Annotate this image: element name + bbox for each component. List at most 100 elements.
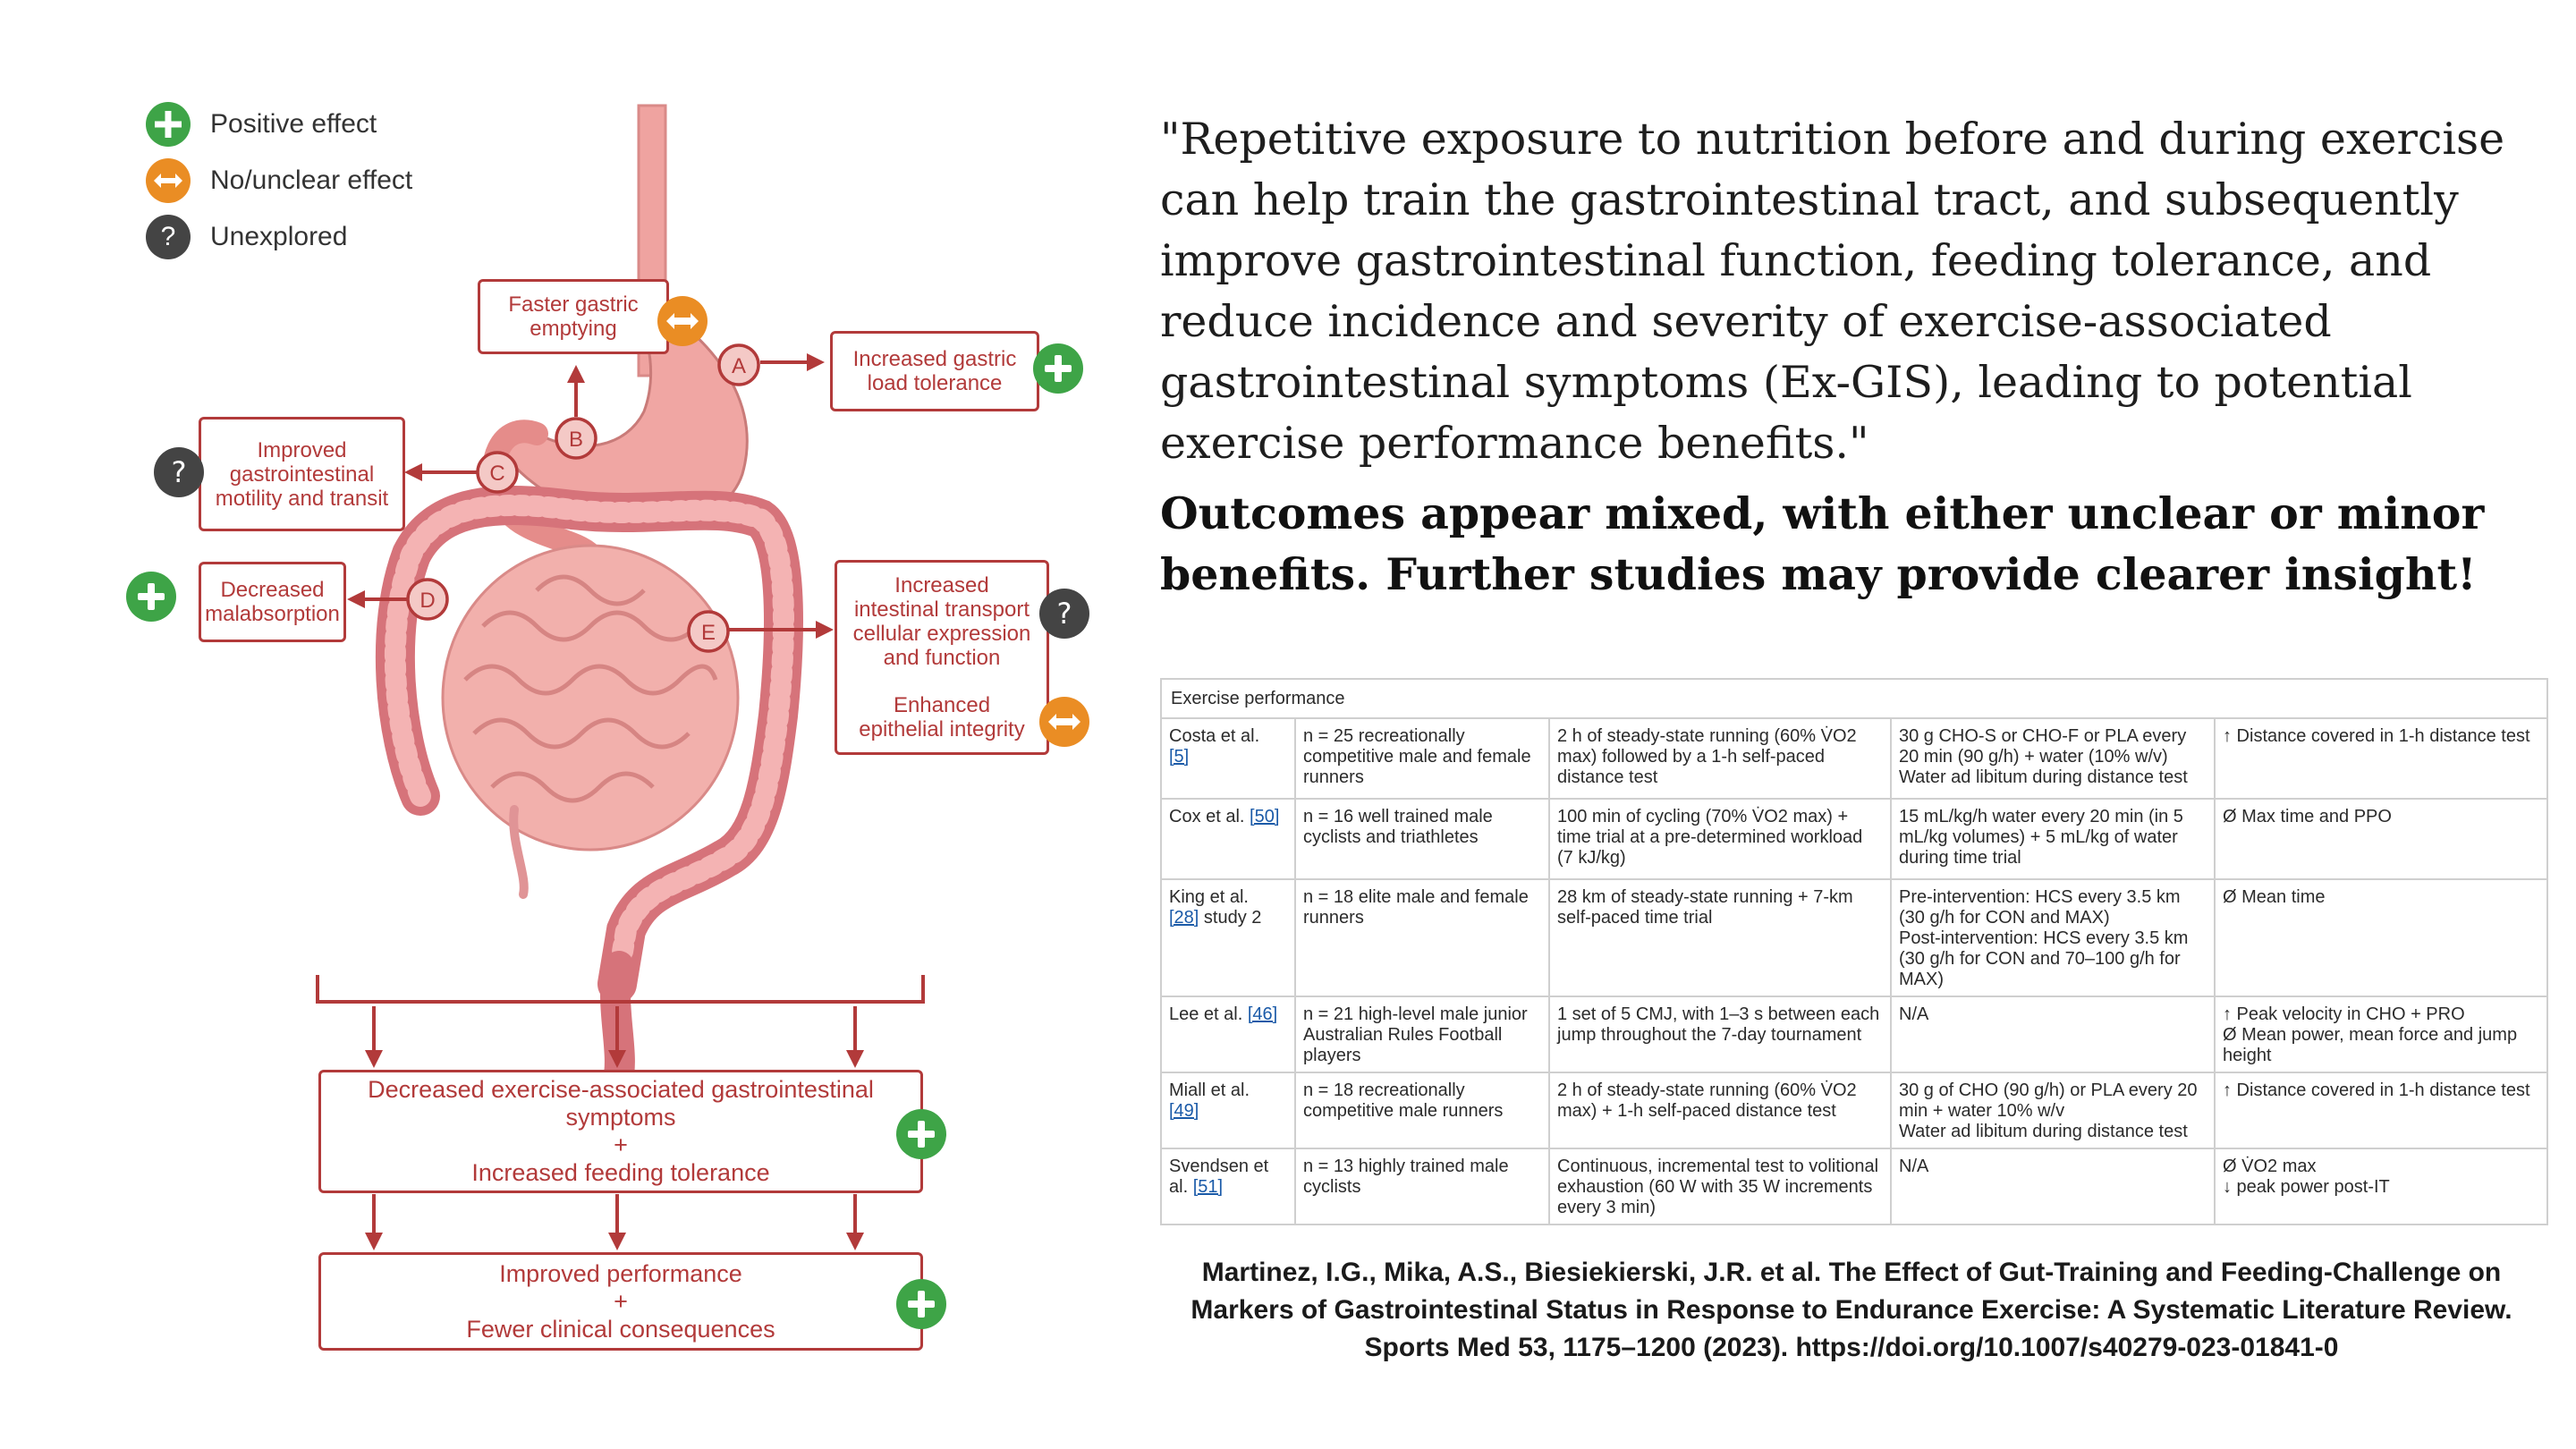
box-decreased-malabsorption: Decreased malabsorption — [199, 562, 346, 642]
reference-link[interactable]: [51] — [1192, 1177, 1224, 1197]
box-improved-performance: Improved performance + Fewer clinical co… — [318, 1252, 923, 1351]
box-text: Enhanced — [893, 693, 991, 717]
box-faster-gastric-emptying: Faster gastric emptying — [478, 279, 669, 354]
question-icon: ? — [154, 447, 204, 497]
participants-cell: n = 13 highly trained male cyclists — [1294, 1148, 1550, 1225]
box-text: malabsorption — [205, 602, 340, 626]
box-text: intestinal transport — [853, 597, 1030, 622]
outcome-cell: ↑ Peak velocity in CHO + PRO Ø Mean powe… — [2213, 996, 2549, 1073]
outcome-cell: ↑ Distance covered in 1-h distance test — [2213, 1072, 2549, 1149]
question-glyph: ? — [171, 455, 187, 489]
question-icon: ? — [146, 215, 191, 259]
legend: Positive effect No/unclear effect ? Unex… — [146, 102, 413, 272]
protocol-cell: 2 h of steady-state running (60% V̇O2 ma… — [1548, 717, 1892, 800]
exercise-performance-table: Exercise performance Costa et al. [5] n … — [1159, 678, 2549, 1225]
citation-text: Martinez, I.G., Mika, A.S., Biesiekiersk… — [1191, 1258, 2512, 1362]
table-row: Lee et al. [46] n = 21 high-level male j… — [1160, 996, 2549, 1073]
box-text: Improved — [257, 437, 347, 462]
intervention-cell: 15 mL/kg/h water every 20 min (in 5 mL/k… — [1890, 798, 2216, 880]
effect-arrows — [316, 353, 925, 1250]
box-text: Decreased — [220, 578, 325, 602]
participants-cell: n = 25 recreationally competitive male a… — [1294, 717, 1550, 800]
box-intestinal-transport-epithelial-integrity: Increased intestinal transport cellular … — [835, 560, 1049, 755]
box-improved-gi-motility: Improved gastrointestinal motility and t… — [199, 417, 405, 531]
box-text: load tolerance — [867, 371, 1003, 395]
table-row: Cox et al. [50] n = 16 well trained male… — [1160, 798, 2549, 880]
box-increased-gastric-load-tolerance: Increased gastric load tolerance — [830, 331, 1039, 411]
marker-c: C — [476, 451, 519, 494]
legend-label: No/unclear effect — [210, 165, 413, 195]
intervention-cell: 30 g of CHO (90 g/h) or PLA every 20 min… — [1890, 1072, 2216, 1149]
study-name: King et al. — [1169, 887, 1249, 907]
study-name: Svendsen et al. — [1169, 1157, 1269, 1197]
study-cell: King et al. [28] study 2 — [1160, 878, 1296, 997]
box-text: epithelial integrity — [859, 717, 1025, 741]
study-cell: Svendsen et al. [51] — [1160, 1148, 1296, 1225]
double-arrow-icon — [146, 158, 191, 203]
box-text: Faster gastric — [508, 292, 639, 317]
svg-text:C: C — [489, 462, 504, 486]
double-arrow-icon — [657, 296, 708, 346]
study-name: Lee et al. — [1169, 1004, 1243, 1024]
box-text: Increased — [894, 573, 989, 597]
svg-text:D: D — [419, 589, 435, 613]
table-row: Miall et al. [49] n = 18 recreationally … — [1160, 1072, 2549, 1149]
gastrointestinal-tract-illustration: A B C D E — [316, 104, 925, 1250]
box-text: and function — [883, 646, 1001, 670]
marker-a: A — [717, 343, 760, 386]
table-row: Costa et al. [5] n = 25 recreationally c… — [1160, 717, 2549, 800]
box-decreased-ex-gis: Decreased exercise-associated gastrointe… — [318, 1070, 923, 1193]
study-cell: Cox et al. [50] — [1160, 798, 1296, 880]
marker-e: E — [687, 610, 730, 653]
reference-link[interactable]: [28] — [1169, 908, 1199, 928]
box-text: Increased feeding tolerance — [471, 1159, 770, 1186]
box-text: motility and transit — [215, 486, 389, 511]
plus-icon — [896, 1109, 946, 1159]
reference-link[interactable]: [46] — [1247, 1004, 1278, 1024]
study-suffix: study 2 — [1199, 908, 1262, 928]
participants-cell: n = 18 recreationally competitive male r… — [1294, 1072, 1550, 1149]
legend-label: Positive effect — [210, 109, 377, 139]
reference-link[interactable]: [49] — [1169, 1101, 1199, 1121]
intervention-cell: N/A — [1890, 1148, 2216, 1225]
protocol-cell: 1 set of 5 CMJ, with 1–3 s between each … — [1548, 996, 1892, 1073]
outcome-cell: Ø V̇O2 max ↓ peak power post-IT — [2213, 1148, 2549, 1225]
box-text: Increased gastric — [852, 347, 1017, 371]
participants-cell: n = 16 well trained male cyclists and tr… — [1294, 798, 1550, 880]
plus-icon — [126, 572, 176, 622]
box-text: Improved performance — [499, 1259, 742, 1287]
intervention-cell: Pre-intervention: HCS every 3.5 km (30 g… — [1890, 878, 2216, 997]
study-cell: Lee et al. [46] — [1160, 996, 1296, 1073]
box-text: gastrointestinal — [229, 462, 375, 487]
plus-icon — [896, 1279, 946, 1329]
svg-text:A: A — [732, 354, 746, 378]
box-text: Decreased exercise-associated gastrointe… — [368, 1076, 874, 1103]
question-icon: ? — [1039, 589, 1089, 639]
double-arrow-icon — [1039, 697, 1089, 747]
marker-b: B — [555, 417, 597, 460]
svg-text:B: B — [569, 428, 583, 452]
plus-icon — [146, 102, 191, 147]
legend-label: Unexplored — [210, 222, 348, 251]
legend-positive: Positive effect — [146, 102, 412, 147]
study-cell: Costa et al. [5] — [1160, 717, 1296, 800]
study-name: Costa et al. — [1169, 726, 1260, 746]
table-row: Svendsen et al. [51] n = 13 highly train… — [1160, 1148, 2549, 1225]
outcome-statement: Outcomes appear mixed, with either uncle… — [1160, 487, 2485, 600]
protocol-cell: 2 h of steady-state running (60% V̇O2 ma… — [1548, 1072, 1892, 1149]
reference-link[interactable]: [50] — [1250, 807, 1280, 826]
intervention-cell: 30 g CHO-S or CHO-F or PLA every 20 min … — [1890, 717, 2216, 800]
reference-link[interactable]: [5] — [1169, 747, 1190, 767]
protocol-cell: 28 km of steady-state running + 7-km sel… — [1548, 878, 1892, 997]
plus-icon — [1033, 343, 1083, 394]
outcome-cell: Ø Max time and PPO — [2213, 798, 2549, 880]
outcome-cell: Ø Mean time — [2213, 878, 2549, 997]
quote-text: "Repetitive exposure to nutrition before… — [1160, 114, 2505, 469]
table-caption: Exercise performance — [1159, 678, 2549, 719]
study-name: Cox et al. — [1169, 807, 1245, 826]
question-glyph: ? — [160, 222, 176, 251]
protocol-cell: Continuous, incremental test to volition… — [1548, 1148, 1892, 1225]
box-text: + — [614, 1287, 628, 1315]
participants-cell: n = 18 elite male and female runners — [1294, 878, 1550, 997]
box-text: + — [614, 1131, 628, 1158]
